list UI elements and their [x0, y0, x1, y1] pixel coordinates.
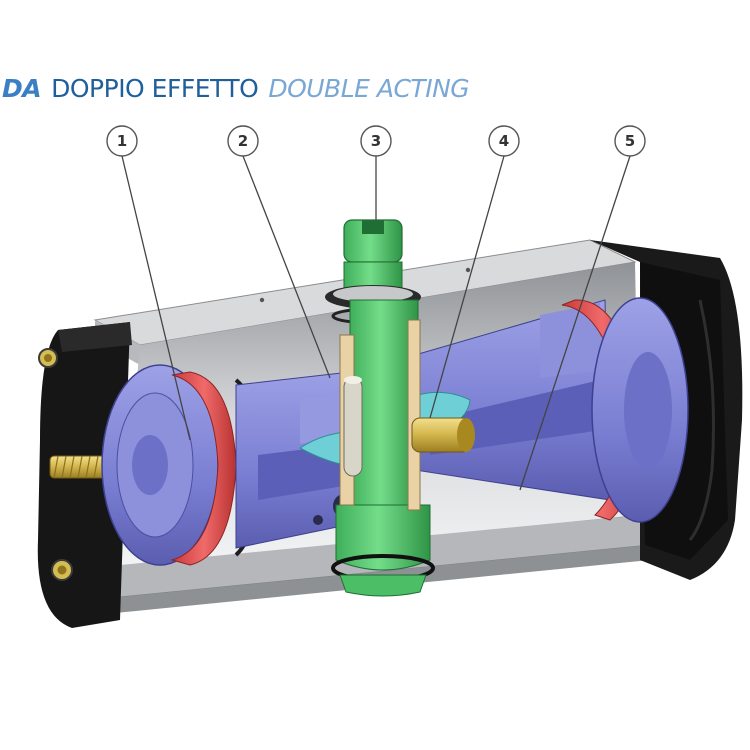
leader-line-2 [242, 155, 331, 379]
callout-5: 5 [614, 125, 646, 157]
callout-label-5: 5 [625, 132, 635, 150]
callouts: 1 2 3 4 5 [106, 125, 646, 157]
rack-pin [343, 376, 363, 477]
right-piston [414, 297, 689, 523]
leader-line-4 [429, 155, 505, 419]
callout-2: 2 [227, 125, 259, 157]
callout-label-2: 2 [238, 132, 248, 150]
callout-1: 1 [106, 125, 138, 157]
leader-line-5 [519, 155, 631, 491]
title-english: DOUBLE ACTING [268, 74, 470, 103]
title-code: DA [2, 74, 42, 103]
callout-4: 4 [488, 125, 520, 157]
diagram-title: DA DOPPIO EFFETTO DOUBLE ACTING [2, 74, 470, 104]
title-italian: DOPPIO EFFETTO [51, 74, 259, 103]
callout-3: 3 [360, 125, 392, 157]
leader-lines [121, 155, 631, 491]
callout-label-4: 4 [499, 132, 509, 150]
brass-pin [411, 417, 475, 453]
callout-label-3: 3 [371, 132, 381, 150]
leader-line-1 [121, 155, 191, 441]
callout-label-1: 1 [117, 132, 127, 150]
